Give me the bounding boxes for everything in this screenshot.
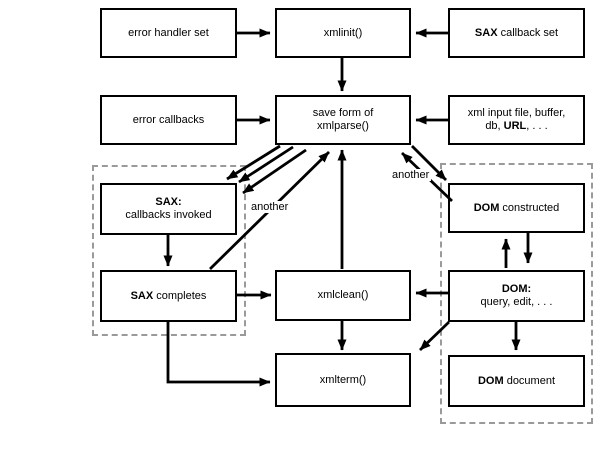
label-another-right: another (390, 169, 432, 181)
box-xmlinit: xmlinit() (275, 8, 411, 58)
box-label-line2: query, edit, . . . (480, 296, 553, 308)
box-label-line1: SAX: (155, 196, 182, 208)
box-label-line2: db, URL, . . . (485, 120, 548, 132)
box-xml-input: xml input file, buffer, db, URL, . . . (448, 95, 585, 145)
box-label: xmlclean() (317, 289, 369, 301)
box-label-line1: DOM: (501, 283, 532, 295)
box-dom-constructed: DOM constructed (448, 183, 585, 233)
box-label-line1: save form of (312, 107, 374, 119)
box-label: error callbacks (132, 113, 205, 126)
box-dom-query: DOM: query, edit, . . . (448, 270, 585, 322)
box-label: error handler set (128, 26, 209, 39)
box-sax-callback-set: SAX callback set (448, 8, 585, 58)
arrow-xmlparse-to-sax-2 (238, 145, 294, 184)
box-label: SAX completes (130, 289, 207, 302)
box-dom-document: DOM document (448, 355, 585, 407)
box-xmlparse: save form of xmlparse() (275, 95, 411, 145)
box-label-line1: xml input file, buffer, (467, 107, 566, 119)
arrow-xmlparse-to-sax-3 (242, 148, 307, 195)
box-label: xmlterm() (319, 373, 367, 386)
box-label: xmlinit() (323, 26, 363, 39)
box-sax-callbacks-invoked: SAX: callbacks invoked (100, 183, 237, 235)
box-label-line2: xmlparse() (317, 120, 369, 132)
box-label: DOM document (477, 374, 556, 387)
label-another-left: another (249, 201, 291, 213)
box-error-callbacks: error callbacks (100, 95, 237, 145)
box-label: DOM constructed (473, 201, 560, 214)
box-xmlterm: xmlterm() (275, 353, 411, 407)
box-label-line2: callbacks invoked (125, 209, 212, 221)
box-error-handler-set: error handler set (100, 8, 237, 58)
box-sax-completes: SAX completes (100, 270, 237, 322)
box-label: SAX callback set (474, 26, 559, 39)
box-xmlclean: xmlclean() (275, 270, 411, 321)
